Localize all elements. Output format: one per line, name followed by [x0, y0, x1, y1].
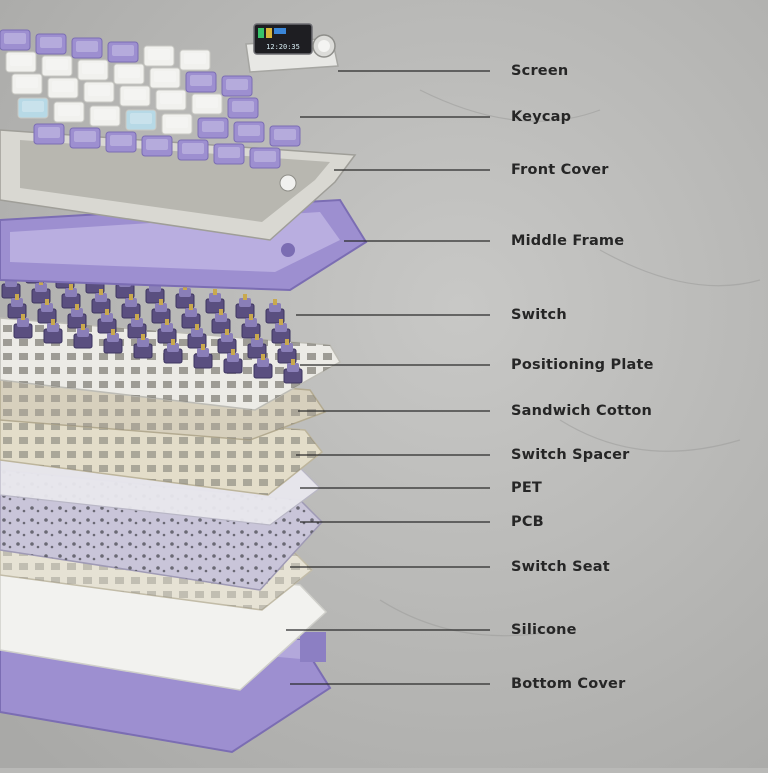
screen-clock-text: 12:20:35 [266, 43, 300, 51]
switch-unit [133, 334, 153, 359]
switch-unit [163, 339, 183, 364]
label-switch-seat: Switch Seat [511, 558, 610, 575]
label-silicone: Silicone [511, 621, 577, 638]
switch-unit [7, 294, 27, 319]
keycap [221, 75, 253, 97]
leader-lines [286, 70, 490, 685]
keycap [269, 125, 301, 147]
keycap [33, 123, 65, 145]
label-switch: Switch [511, 306, 567, 323]
switch-unit [151, 299, 171, 324]
keycap [141, 135, 173, 157]
label-pet: PET [511, 479, 543, 496]
label-sandwich-cotton: Sandwich Cotton [511, 402, 653, 419]
keycap [69, 127, 101, 149]
keycap [227, 97, 259, 119]
switch-unit [43, 319, 63, 344]
label-keycap: Keycap [511, 108, 572, 125]
keycap [105, 131, 137, 153]
keycap [249, 147, 281, 169]
keycap [83, 81, 115, 103]
switch-unit [13, 314, 33, 339]
keycap [71, 37, 103, 59]
switch-unit [265, 299, 285, 324]
keycap [197, 117, 229, 139]
keycap [47, 77, 79, 99]
keycap [125, 109, 157, 131]
switch-unit [223, 349, 243, 374]
keycap [179, 49, 211, 71]
keycap [185, 71, 217, 93]
keycap [35, 33, 67, 55]
switch-unit [73, 324, 93, 349]
label-middle-frame: Middle Frame [511, 232, 625, 249]
keycap [213, 143, 245, 165]
keycap [161, 113, 193, 135]
switch-unit [283, 359, 303, 384]
keycap [0, 29, 31, 51]
label-pcb: PCB [511, 513, 544, 530]
keycap [119, 85, 151, 107]
switch-unit [253, 354, 273, 379]
concrete-texture [379, 89, 761, 637]
keycap [113, 63, 145, 85]
screen-module: 12:20:35 [245, 23, 339, 73]
label-bottom-cover: Bottom Cover [511, 675, 626, 692]
keycap [233, 121, 265, 143]
keycap [5, 51, 37, 73]
label-front-cover: Front Cover [511, 161, 609, 178]
switch-unit [103, 329, 123, 354]
keycap [143, 45, 175, 67]
label-screen: Screen [511, 62, 569, 79]
keycap [77, 59, 109, 81]
keycap [177, 139, 209, 161]
label-switch-spacer: Switch Spacer [511, 446, 630, 463]
keycap [41, 55, 73, 77]
keycap [107, 41, 139, 63]
label-positioning-plate: Positioning Plate [511, 356, 654, 373]
keycap [149, 67, 181, 89]
keycap [11, 73, 43, 95]
keycap [53, 101, 85, 123]
switch-unit [193, 344, 213, 369]
keycap [17, 97, 49, 119]
keycap [89, 105, 121, 127]
keycap [155, 89, 187, 111]
keycap-layer [0, 29, 301, 169]
keycap [191, 93, 223, 115]
